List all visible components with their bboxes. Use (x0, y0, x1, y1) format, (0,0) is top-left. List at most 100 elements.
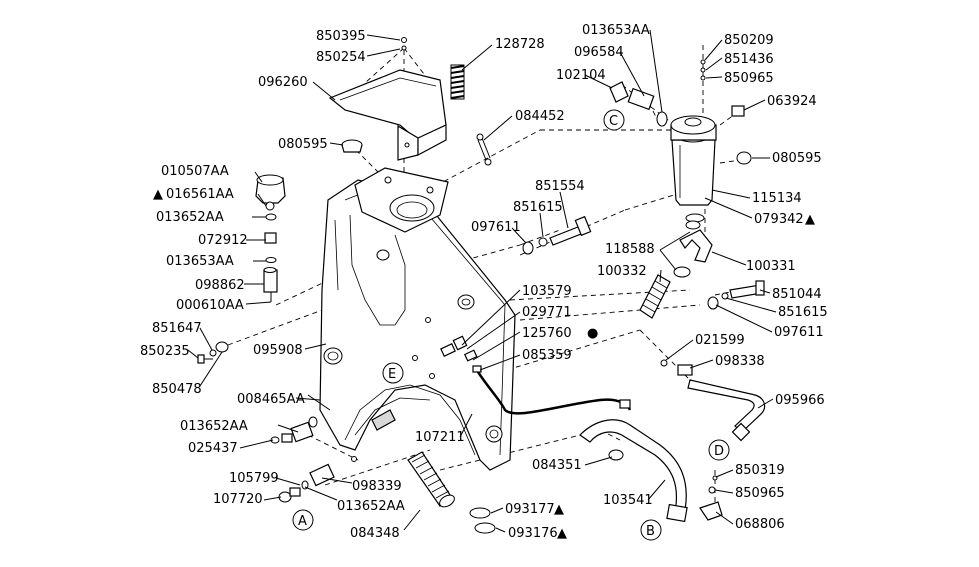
link-084452 (476, 133, 492, 166)
callout-068806: 068806 (735, 517, 785, 532)
callout-013652AA: 013652AA (156, 210, 224, 225)
breather-stack (255, 174, 286, 302)
callout-128728: 128728 (495, 37, 545, 52)
callout-105799: 105799 (229, 471, 279, 486)
dot-symbol: ● (587, 326, 598, 341)
triangle-symbol: ▲ (805, 212, 815, 227)
marker-b: B (640, 519, 662, 541)
callout-079342: 079342 (754, 212, 804, 227)
callout-850478: 850478 (152, 382, 202, 397)
callout-115134: 115134 (752, 191, 802, 206)
callout-851436: 851436 (724, 52, 774, 67)
callout-093176: 093176 (508, 526, 558, 541)
callout-850965: 850965 (724, 71, 774, 86)
callout-850209: 850209 (724, 33, 774, 48)
callout-097611-lower: 097611 (774, 325, 824, 340)
callout-080595-right: 080595 (772, 151, 822, 166)
callout-098338: 098338 (715, 354, 765, 369)
main-bracket (319, 167, 516, 471)
callout-125760: 125760 (522, 326, 572, 341)
callout-850235: 850235 (140, 344, 190, 359)
callout-016561AA: 016561AA (166, 187, 234, 202)
svg-text:A: A (298, 514, 307, 529)
callout-097611-upper: 097611 (471, 220, 521, 235)
filter-housing-115134 (670, 115, 717, 223)
hose-118588 (673, 220, 713, 278)
callout-103541: 103541 (603, 493, 653, 508)
fittings-center (440, 335, 482, 373)
triangle-symbol: ▲ (153, 187, 163, 202)
callout-013653AA: 013653AA (166, 254, 234, 269)
callout-084348: 084348 (350, 526, 400, 541)
callout-850965: 850965 (735, 486, 785, 501)
callout-013652AA: 013652AA (180, 419, 248, 434)
callout-851647: 851647 (152, 321, 202, 336)
callout-095966: 095966 (775, 393, 825, 408)
top-screws (401, 37, 407, 51)
o-rings (469, 507, 496, 534)
cover-part (328, 69, 447, 161)
label-plate-128728 (450, 64, 465, 100)
callout-000610AA: 000610AA (176, 298, 244, 313)
leader-lines (187, 29, 777, 533)
callout-008465AA: 008465AA (237, 392, 305, 407)
triangle-symbol: ▲ (554, 502, 564, 517)
callout-085359: 085359 (522, 348, 572, 363)
callout-013653AA: 013653AA (582, 23, 650, 38)
callout-080595-left: 080595 (278, 137, 328, 152)
filter-element-084348 (407, 451, 455, 508)
callout-107211: 107211 (415, 430, 465, 445)
callout-labels: 850395 850254 128728 096260 084452 08059… (140, 23, 828, 541)
callout-063924: 063924 (767, 94, 817, 109)
svg-text:B: B (646, 524, 655, 539)
callout-098862: 098862 (195, 278, 245, 293)
bolt-group-left (197, 341, 229, 364)
callout-851615-upper: 851615 (513, 200, 563, 215)
callout-025437: 025437 (188, 441, 238, 456)
callout-851044: 851044 (772, 287, 822, 302)
fittings-c (609, 59, 752, 165)
callout-850319: 850319 (735, 463, 785, 478)
callout-850395: 850395 (316, 29, 366, 44)
callout-102104: 102104 (556, 68, 606, 83)
callout-095908: 095908 (253, 343, 303, 358)
callout-096260: 096260 (258, 75, 308, 90)
callout-029771: 029771 (522, 305, 572, 320)
svg-text:C: C (609, 114, 618, 129)
fittings-a (270, 416, 335, 503)
callout-107720: 107720 (213, 492, 263, 507)
marker-e: E (382, 362, 404, 384)
callout-851554: 851554 (535, 179, 585, 194)
marker-d: D (708, 439, 730, 461)
spring-100332 (639, 274, 671, 319)
pipe-095966 (660, 359, 766, 442)
callout-096584: 096584 (574, 45, 624, 60)
callout-851615-lower: 851615 (778, 305, 828, 320)
svg-text:D: D (714, 444, 724, 459)
callout-098339: 098339 (352, 479, 402, 494)
fittings-d (699, 475, 723, 521)
marker-a: A (292, 509, 314, 531)
detail-markers: A B C D E (292, 109, 730, 541)
callout-093177: 093177 (505, 502, 555, 517)
callout-118588: 118588 (605, 242, 655, 257)
bolt-851044 (707, 280, 765, 310)
marker-c: C (603, 109, 625, 131)
callout-013652AA: 013652AA (337, 499, 405, 514)
callout-850254: 850254 (316, 50, 366, 65)
callout-100332: 100332 (597, 264, 647, 279)
callout-103579: 103579 (522, 284, 572, 299)
triangle-symbol: ▲ (557, 526, 567, 541)
callout-084351: 084351 (532, 458, 582, 473)
bolt-group-upper (522, 215, 592, 255)
hose-107211 (476, 371, 632, 415)
callout-010507AA: 010507AA (161, 164, 229, 179)
callout-072912: 072912 (198, 233, 248, 248)
svg-text:E: E (388, 367, 396, 382)
callout-084452: 084452 (515, 109, 565, 124)
cap-080595 (341, 139, 363, 153)
callout-100331: 100331 (746, 259, 796, 274)
pipe-103541 (579, 419, 688, 523)
callout-021599: 021599 (695, 333, 745, 348)
